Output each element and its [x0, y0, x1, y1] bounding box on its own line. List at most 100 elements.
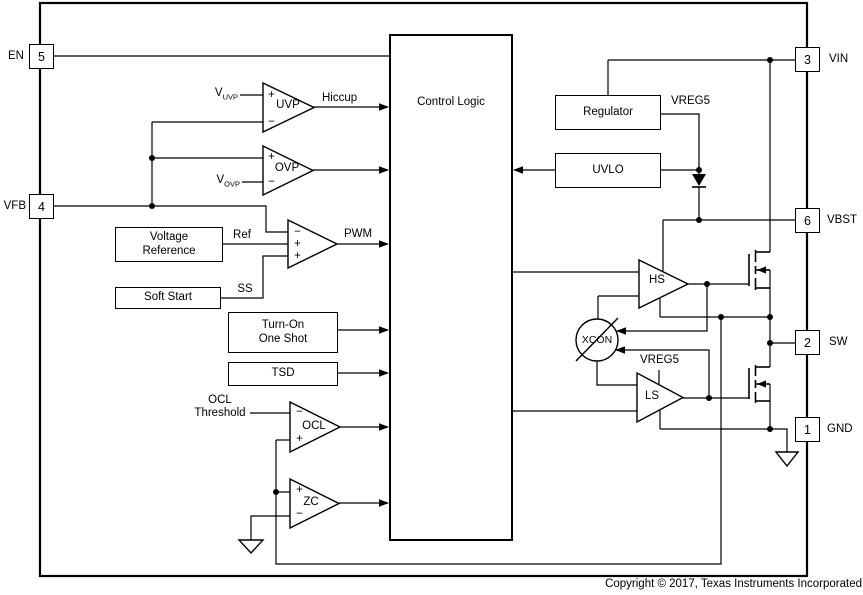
zc-plus-sign: + — [296, 484, 303, 496]
pin-number-vbst: 6 — [804, 213, 811, 228]
xcon-label: XCON — [581, 334, 613, 346]
pin-label-vin: VIN — [829, 53, 849, 65]
arrowheads — [379, 103, 766, 507]
junction-dots — [149, 57, 773, 495]
voltage-reference-label: Voltage Reference — [142, 231, 196, 257]
arrow-xcon-top — [616, 327, 626, 335]
v-uvp-label: VUVP — [196, 87, 238, 103]
arrow-ocl — [379, 423, 389, 431]
pwm-label: PWM — [344, 228, 373, 240]
wire-vfb — [53, 205, 288, 233]
pin-label-vbst: VBST — [827, 214, 858, 226]
ls-driver-symbol — [636, 371, 685, 424]
uvlo-block: UVLO — [555, 153, 661, 188]
control-logic-label: Control Logic — [417, 96, 485, 108]
pin-box-sw: 2 — [795, 330, 820, 355]
v-ovp-sub: OVP — [224, 179, 240, 189]
v-ovp-base: V — [216, 174, 225, 186]
arrow-xcon-bottom — [615, 346, 625, 354]
voltage-reference-block: Voltage Reference — [115, 227, 223, 262]
hs-driver-symbol — [638, 258, 690, 310]
wire-ss — [221, 255, 288, 299]
pin-box-vfb: 4 — [29, 194, 54, 219]
pin-number-en: 5 — [38, 49, 45, 64]
ref-label: Ref — [233, 229, 251, 241]
uvp-comparator-symbol — [262, 81, 316, 134]
hs-driver-label: HS — [649, 274, 665, 286]
amplifier-symbols — [262, 81, 690, 530]
ovp-plus-sign: + — [268, 151, 275, 163]
control-logic-block: Control Logic — [389, 34, 513, 541]
wire-zc-gnd — [250, 515, 290, 540]
arrow-hs-body — [757, 266, 766, 274]
uvp-label: UVP — [276, 99, 300, 111]
tsd-label: TSD — [271, 367, 295, 380]
pin-label-sw: SW — [829, 336, 848, 348]
soft-start-block: Soft Start — [115, 287, 221, 309]
pin-number-vin: 3 — [804, 52, 811, 67]
pin-box-vbst: 6 — [795, 208, 820, 233]
pwm-minus-sign: − — [294, 226, 301, 238]
ovp-comparator-symbol — [262, 144, 315, 197]
zc-comparator-symbol — [289, 477, 341, 530]
ground-symbol-power — [774, 451, 800, 468]
pin-number-vfb: 4 — [38, 199, 45, 214]
ls-mosfet — [748, 365, 770, 403]
turn-on-one-shot-block: Turn-On One Shot — [228, 312, 338, 353]
pwm-comparator-symbol — [287, 218, 339, 270]
zc-label: ZC — [303, 496, 319, 508]
ocl-threshold-label: OCL Threshold — [194, 394, 246, 419]
arrow-oneshot — [379, 326, 389, 334]
ocl-minus-sign: − — [296, 406, 303, 418]
v-uvp-sub: UVP — [222, 92, 238, 102]
pin-number-sw: 2 — [804, 335, 811, 350]
ocl-label: OCL — [302, 420, 326, 432]
pin-label-gnd: GND — [827, 423, 853, 435]
arrow-ls-body — [757, 380, 766, 388]
zc-minus-sign: − — [296, 508, 303, 520]
uvp-plus-sign: + — [268, 89, 275, 101]
uvp-minus-sign: − — [268, 116, 275, 128]
arrow-pwm — [379, 240, 389, 248]
wire-xcon-ls — [596, 361, 637, 386]
ss-label: SS — [237, 283, 253, 295]
arrow-uvlo — [513, 166, 523, 174]
arrow-ovp — [379, 166, 389, 174]
pin-number-gnd: 1 — [804, 422, 811, 437]
v-ovp-label: VOVP — [198, 174, 240, 190]
pin-box-gnd: 1 — [795, 417, 820, 442]
xcon-symbol — [575, 317, 619, 362]
arrow-hiccup — [379, 103, 389, 111]
ic-boundary — [38, 1, 809, 578]
copyright-text: Copyright © 2017, Texas Instruments Inco… — [605, 578, 862, 590]
wire-sw-sense — [275, 317, 722, 565]
bootstrap-diode — [692, 174, 706, 188]
arrow-tsd — [379, 369, 389, 377]
uvlo-label: UVLO — [592, 163, 624, 176]
wire-xcon-ls-sense — [615, 349, 710, 398]
xcon-slash — [575, 317, 619, 362]
ls-driver-label: LS — [644, 390, 660, 402]
wire-vreg5 — [661, 113, 700, 174]
ovp-label: OVP — [274, 162, 300, 174]
vreg5-ls-label: VREG5 — [640, 354, 679, 366]
ocl-comparator-symbol — [289, 400, 342, 454]
vreg5-regulator-label: VREG5 — [671, 95, 710, 107]
soft-start-label: Soft Start — [144, 291, 192, 304]
pwm-plus1-sign: + — [294, 238, 301, 250]
turn-on-one-shot-label: Turn-On One Shot — [258, 319, 308, 345]
ocl-plus-sign: + — [296, 433, 303, 445]
ovp-minus-sign: − — [268, 176, 275, 188]
pwm-plus2-sign: + — [294, 250, 301, 262]
ground-symbol-zc — [237, 539, 265, 555]
hiccup-label: Hiccup — [322, 92, 358, 104]
regulator-block: Regulator — [555, 95, 661, 130]
pin-box-en: 5 — [29, 44, 54, 69]
wire-gnd — [660, 428, 788, 452]
wire-xcon-hs-sense — [616, 284, 708, 332]
pin-label-vfb: VFB — [3, 200, 26, 212]
regulator-label: Regulator — [583, 105, 633, 118]
arrow-zc — [379, 499, 389, 507]
